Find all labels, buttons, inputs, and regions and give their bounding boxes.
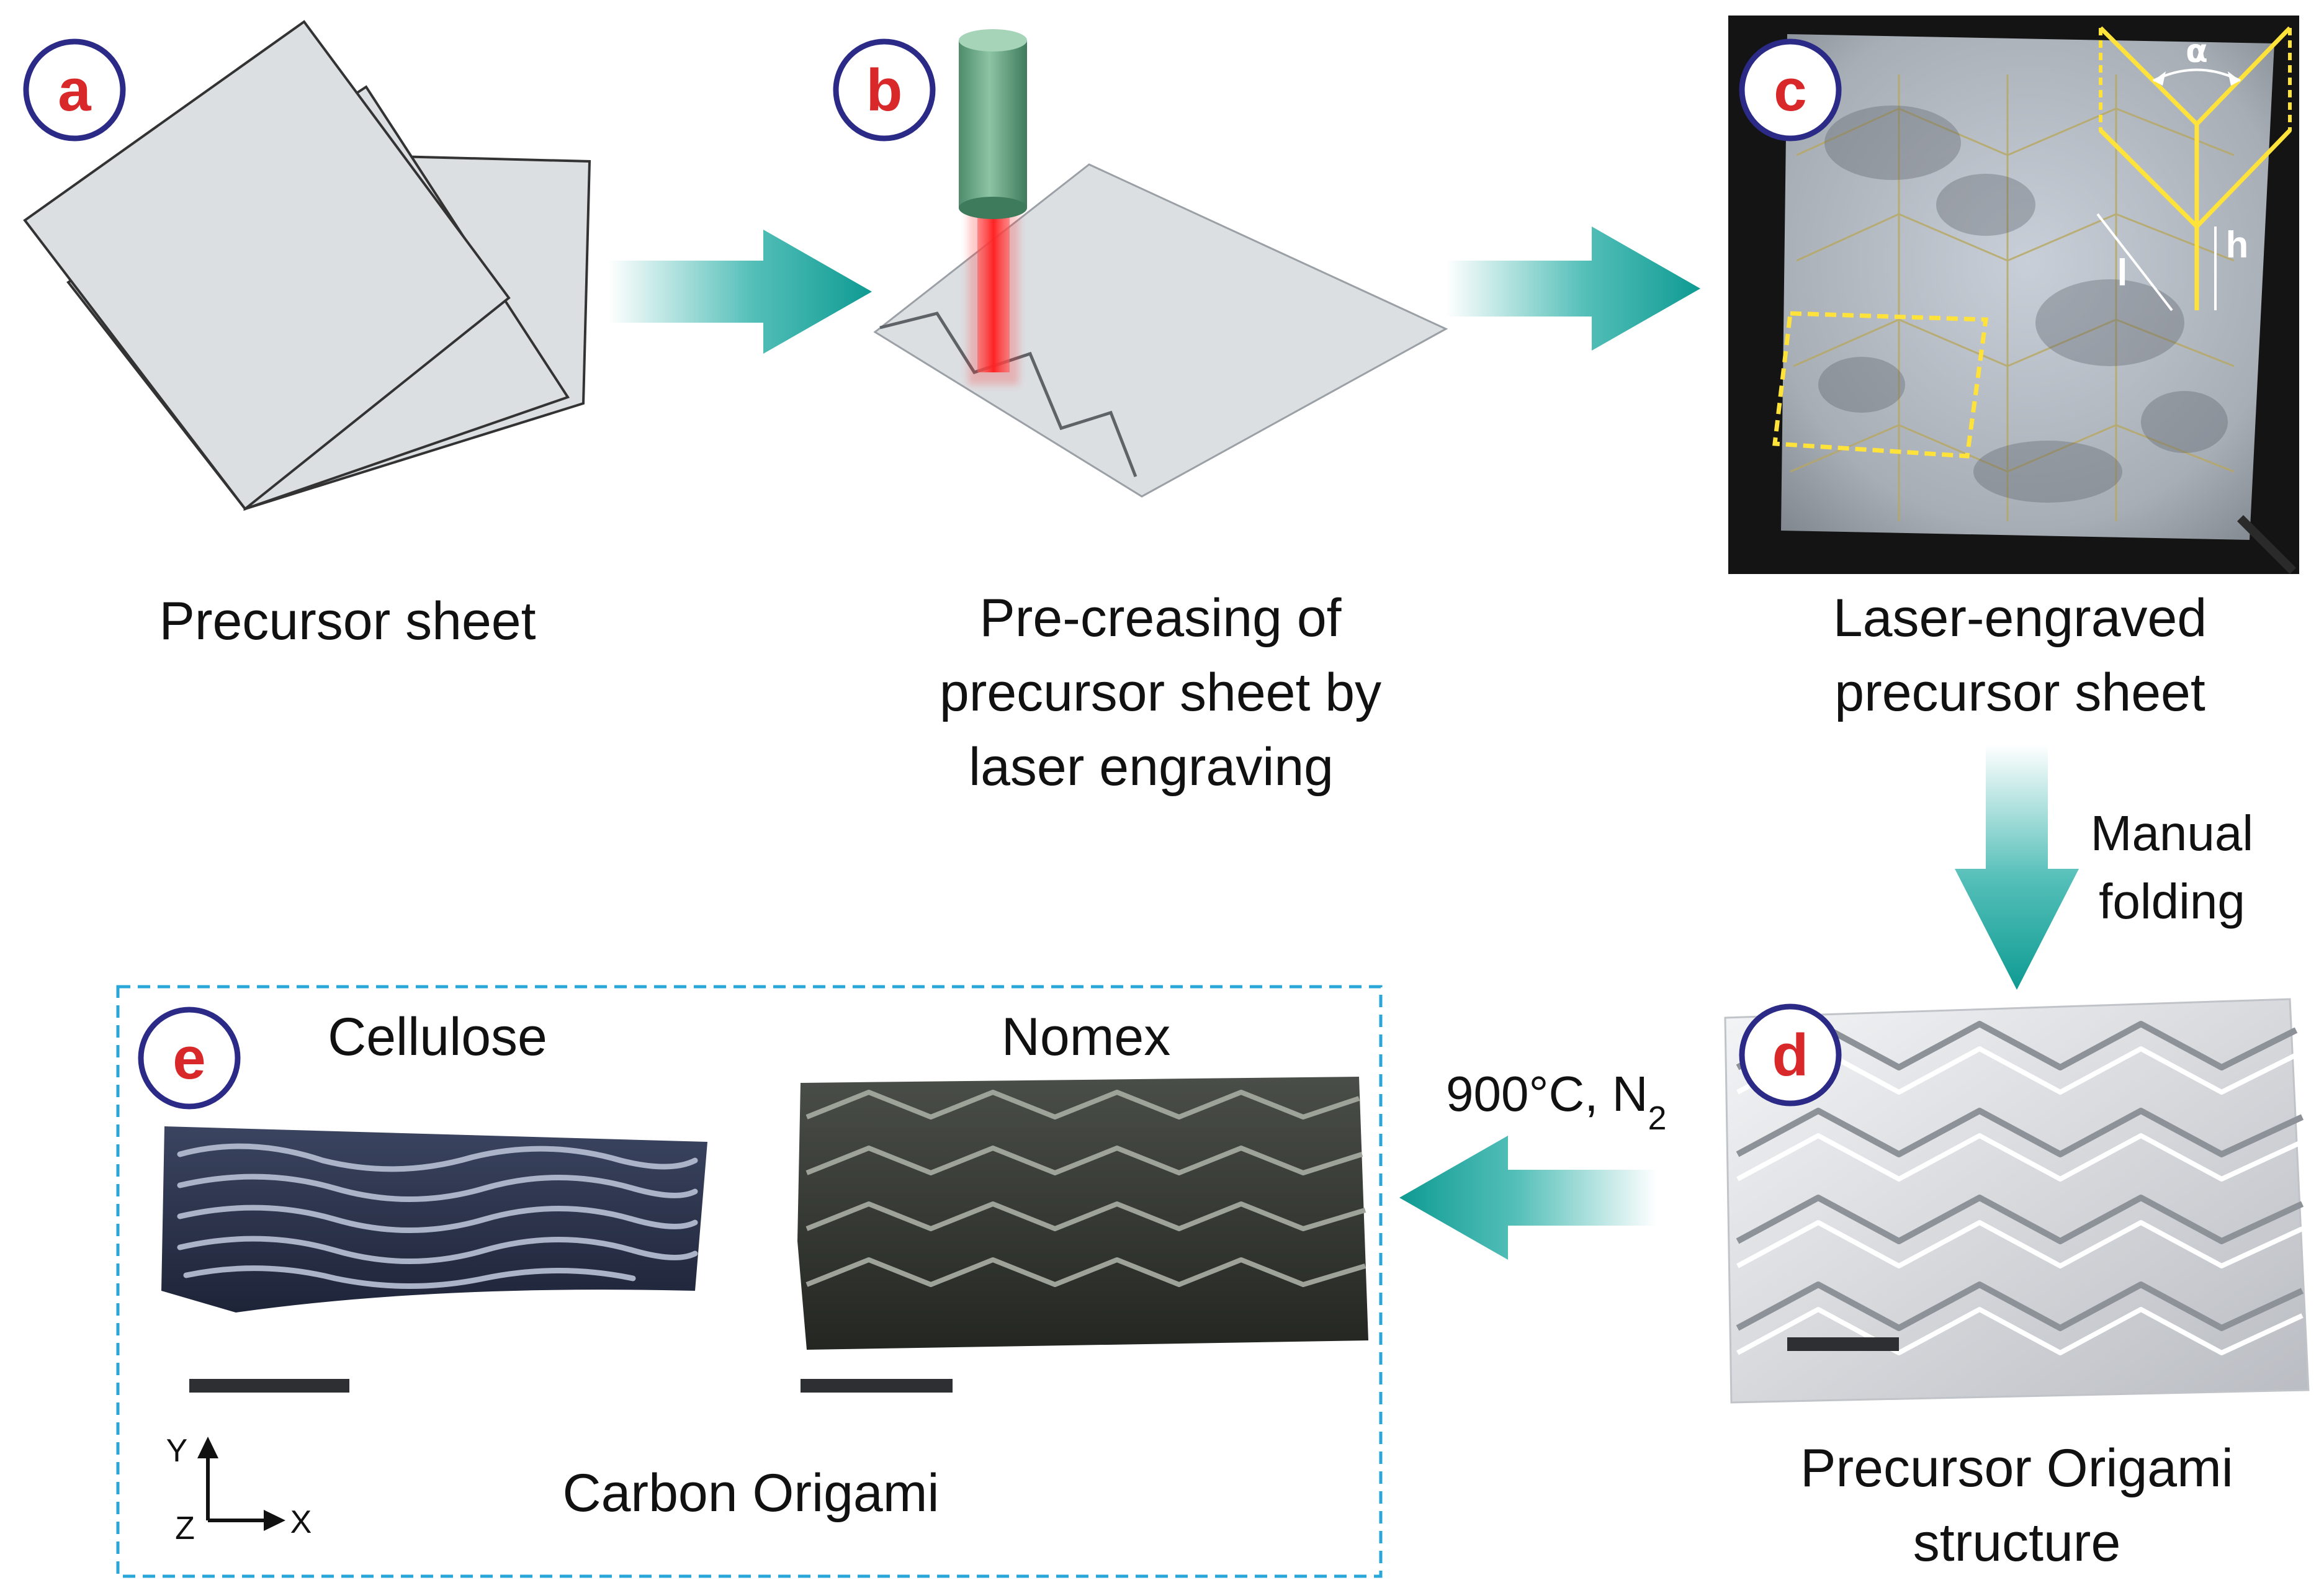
precursor-origami-structure [1724, 998, 2310, 1404]
cellulose-carbon-origami [161, 1126, 707, 1313]
panel-e: e Cellulose Nomex [116, 985, 1383, 1578]
angle-alpha-label: α [2186, 33, 2208, 70]
scale-bar-cellulose [189, 1379, 349, 1393]
badge-c-letter: c [1774, 57, 1806, 123]
badge-a: a [23, 38, 126, 141]
arrow-b-to-c [1446, 227, 1700, 351]
caption-d-line1: Precursor Origami [1800, 1438, 2233, 1498]
badge-e-letter: e [173, 1025, 205, 1092]
engraving-sheet [873, 163, 1448, 498]
badge-d: d [1739, 1003, 1842, 1106]
axis-indicator: Y X Z [166, 1433, 312, 1546]
panel-c: α l h c Laser-engraved precursor sheet [1728, 16, 2299, 722]
nomex-carbon-origami [797, 1077, 1368, 1350]
panel-d: d Precursor Origami structure [1724, 998, 2310, 1573]
caption-b-line2: precursor sheet by [940, 663, 1381, 722]
axis-y-label: Y [166, 1433, 188, 1469]
caption-c-line1: Laser-engraved [1833, 588, 2207, 648]
panel-a: a Precursor sheet [23, 20, 591, 651]
laser-head [959, 29, 1027, 219]
caption-b-line1: Pre-creasing of [979, 588, 1342, 648]
panel-b: b Pre-creasing of precursor sheet by las… [833, 29, 1448, 797]
badge-e: e [138, 1007, 241, 1110]
scale-bar-nomex [801, 1379, 953, 1393]
caption-d-line2: structure [1913, 1513, 2121, 1573]
label-nomex: Nomex [1002, 1007, 1170, 1067]
caption-b-line3: laser engraving [969, 737, 1334, 797]
badge-b-letter: b [866, 57, 903, 123]
badge-b: b [833, 38, 936, 141]
photo-texture [1818, 105, 2228, 503]
label-cellulose: Cellulose [328, 1007, 547, 1067]
unit-cell-highlight [1772, 311, 1988, 459]
geometry-inset: α l h [2096, 26, 2292, 312]
precursor-sheet-stack [23, 20, 591, 511]
zigzag-crease [879, 312, 1137, 477]
caption-precursor-sheet: Precursor sheet [159, 591, 536, 651]
arrow-a-to-b [608, 230, 872, 354]
carbon-origami-frame [116, 985, 1383, 1578]
step-folding-line2: folding [2099, 874, 2245, 929]
step-pyrolysis-condition: 900°C, N2 [1446, 1066, 1667, 1137]
arrow-c-to-d [1955, 745, 2079, 990]
arrow-d-to-e [1399, 1136, 1657, 1260]
axis-x-label: X [290, 1504, 312, 1540]
step-folding-line1: Manual [2091, 805, 2253, 861]
axis-z-label: Z [175, 1510, 195, 1546]
caption-c-line2: precursor sheet [1834, 663, 2205, 722]
badge-d-letter: d [1772, 1022, 1809, 1088]
height-h-label: h [2226, 224, 2249, 266]
engraved-sheet-photo [1781, 34, 2274, 540]
engraved-crease-pattern [1790, 74, 2235, 521]
scale-bar-d [1787, 1337, 1899, 1351]
badge-a-letter: a [58, 57, 91, 123]
badge-c: c [1739, 38, 1842, 141]
caption-carbon-origami: Carbon Origami [563, 1463, 940, 1523]
length-l-label: l [2117, 252, 2128, 294]
